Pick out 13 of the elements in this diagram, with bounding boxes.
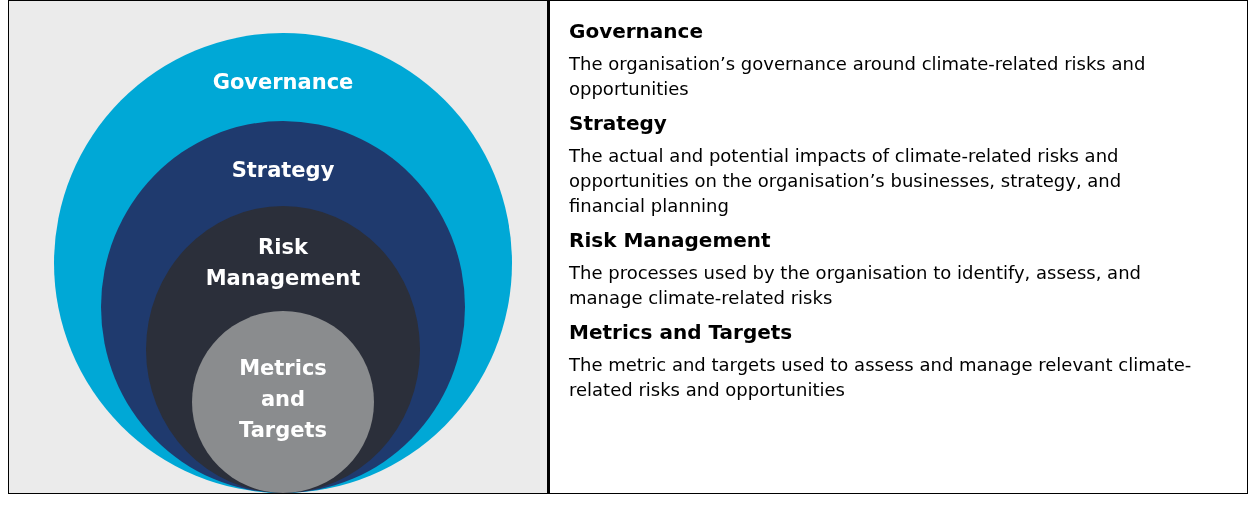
- description-text: The actual and potential impacts of climate-related risks and opportunities on the organisation’s businesses, strategy, and financial planning: [569, 144, 1123, 218]
- section-heading: Governance: [569, 19, 704, 43]
- description-text: The metric and targets used to assess and manage relevant climate-related risks and opportunities: [569, 353, 1193, 402]
- circle-label: Strategy: [230, 157, 336, 184]
- description-text: The organisation’s governance around climate-related risks and opportunities: [569, 52, 1147, 101]
- circle-label: Metrics and Targets: [238, 355, 328, 444]
- description-panel: [548, 0, 1248, 494]
- description-text: The processes used by the organisation to identify, assess, and manage climate-related risks: [569, 261, 1142, 310]
- section-heading: Risk Management: [569, 228, 772, 252]
- section-heading: Metrics and Targets: [569, 320, 794, 344]
- section-heading: Strategy: [569, 111, 668, 135]
- circle-label: Governance: [211, 69, 355, 96]
- circle-label: Risk Management: [204, 234, 362, 292]
